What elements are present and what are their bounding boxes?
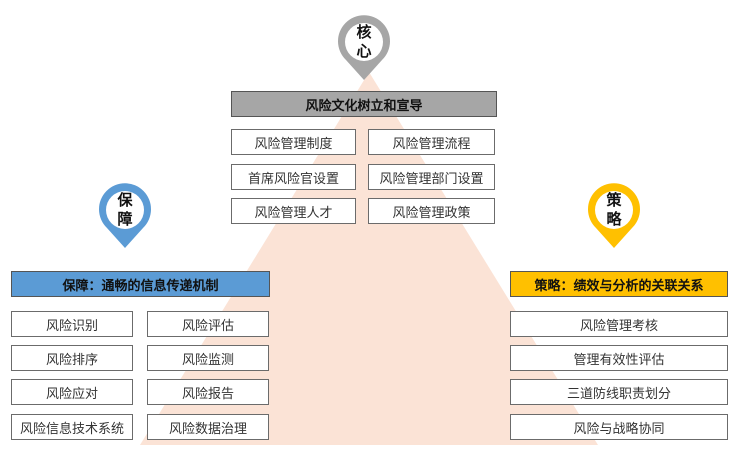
strategy-pin-char-2: 略 xyxy=(606,210,622,228)
support-item-6: 风险报告 xyxy=(147,379,269,405)
support-item-8: 风险数据治理 xyxy=(147,414,269,440)
support-pin-char-1: 保 xyxy=(117,191,133,209)
support-pin-char-2: 障 xyxy=(117,210,133,228)
support-item-7: 风险信息技术系统 xyxy=(11,414,133,440)
core-pin-char-1: 核 xyxy=(356,23,372,41)
core-item-1: 风险管理制度 xyxy=(231,129,356,155)
strategy-item-4: 风险与战略协同 xyxy=(510,414,728,440)
core-item-2: 风险管理流程 xyxy=(368,129,495,155)
strategy-pin-char-1: 策 xyxy=(606,191,622,209)
core-pin: 核 心 xyxy=(332,10,396,82)
support-item-1: 风险识别 xyxy=(11,311,133,337)
core-pin-char-2: 心 xyxy=(356,42,372,60)
strategy-item-2: 管理有效性评估 xyxy=(510,345,728,371)
core-header: 风险文化树立和宣导 xyxy=(231,91,497,117)
support-item-3: 风险排序 xyxy=(11,345,133,371)
support-item-5: 风险应对 xyxy=(11,379,133,405)
core-item-3: 首席风险官设置 xyxy=(231,164,356,190)
strategy-pin: 策 略 xyxy=(582,178,646,250)
support-pin: 保 障 xyxy=(93,178,157,250)
strategy-item-3: 三道防线职责划分 xyxy=(510,379,728,405)
core-item-6: 风险管理政策 xyxy=(368,198,495,224)
support-header: 保障：通畅的信息传递机制 xyxy=(11,271,270,297)
core-item-5: 风险管理人才 xyxy=(231,198,356,224)
strategy-item-1: 风险管理考核 xyxy=(510,311,728,337)
core-item-4: 风险管理部门设置 xyxy=(368,164,495,190)
support-item-4: 风险监测 xyxy=(147,345,269,371)
strategy-header: 策略：绩效与分析的关联关系 xyxy=(510,271,728,297)
support-item-2: 风险评估 xyxy=(147,311,269,337)
